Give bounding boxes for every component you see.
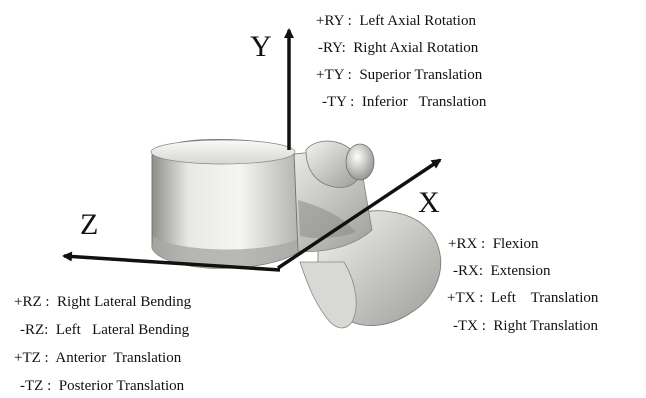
legend-z-line-4: -TZ : Posterior Translation [20,378,185,394]
legend-x-line-3: +TX : Left Translation [447,290,599,306]
z-axis-label: Z [80,208,98,241]
legend-z-line-3: +TZ : Anterior Translation [14,350,182,366]
superior-endplate [151,140,295,164]
legend-x-line-4: -TX : Right Translation [453,318,599,334]
legend-y-line-1: +RY : Left Axial Rotation [316,13,476,29]
y-axis-label: Y [250,30,272,63]
z-axis-legend: +RZ : Right Lateral Bending -RZ: Left La… [14,294,192,394]
x-axis-legend: +RX : Flexion -RX: Extension +TX : Left … [447,236,599,334]
legend-z-line-2: -RZ: Left Lateral Bending [20,322,190,338]
legend-y-line-2: -RY: Right Axial Rotation [318,40,479,56]
y-axis-legend: +RY : Left Axial Rotation -RY: Right Axi… [316,13,487,110]
vertebra-illustration [151,140,441,329]
articular-knob [346,144,374,180]
legend-x-line-1: +RX : Flexion [448,236,539,252]
x-axis-label: X [418,186,440,219]
legend-x-line-2: -RX: Extension [453,263,551,279]
legend-y-line-4: -TY : Inferior Translation [322,94,487,110]
legend-z-line-1: +RZ : Right Lateral Bending [14,294,192,310]
spinous-process [300,262,356,328]
legend-y-line-3: +TY : Superior Translation [316,67,483,83]
